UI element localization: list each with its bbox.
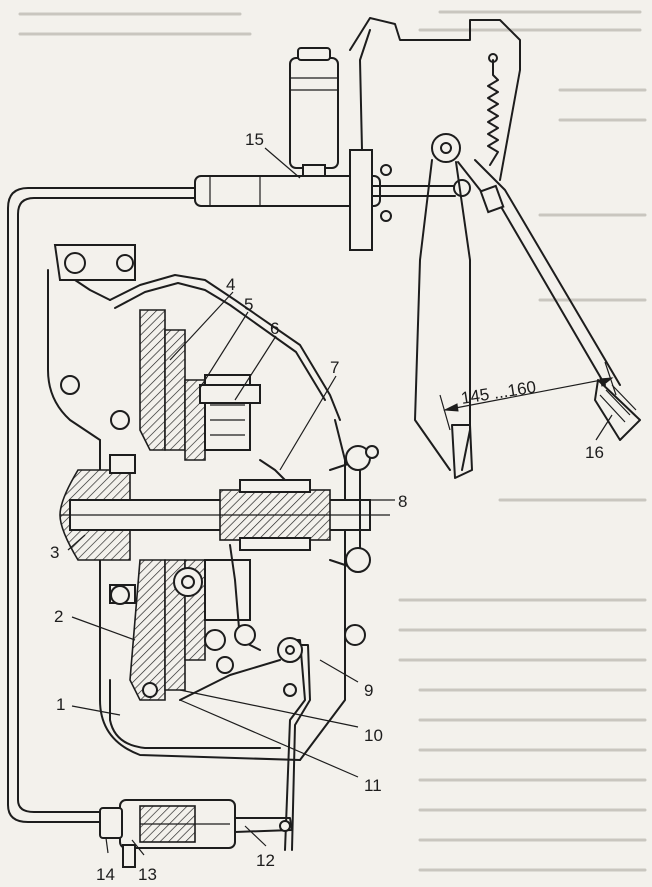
master-cylinder — [194, 47, 461, 251]
pedal-travel-dimension: 145 ...160 — [439, 361, 617, 431]
clutch-housing — [47, 244, 346, 761]
label-1: 1 — [56, 695, 65, 714]
label-6: 6 — [270, 319, 279, 338]
label-16: 16 — [585, 443, 604, 462]
label-14: 14 — [96, 865, 115, 884]
hydraulic-line — [7, 187, 201, 823]
bleed-through-text — [18, 10, 647, 872]
label-13: 13 — [138, 865, 157, 884]
label-11: 11 — [364, 776, 382, 795]
leader-lines — [67, 147, 613, 856]
label-7: 7 — [330, 358, 339, 377]
label-10: 10 — [364, 726, 383, 745]
label-4: 4 — [226, 275, 235, 294]
label-3: 3 — [50, 543, 59, 562]
release-fork — [179, 459, 366, 851]
dimension-label: 145 ...160 — [460, 377, 538, 408]
pedal-assembly — [349, 17, 641, 479]
label-5: 5 — [244, 295, 253, 314]
label-8: 8 — [398, 492, 407, 511]
input-shaft — [60, 445, 390, 573]
callout-labels: 15 4 5 6 7 16 8 3 2 9 1 10 11 12 13 14 — [50, 130, 604, 884]
label-15: 15 — [245, 130, 264, 149]
clutch-disc — [173, 374, 261, 661]
label-2: 2 — [54, 607, 63, 626]
label-9: 9 — [364, 681, 373, 700]
label-12: 12 — [256, 851, 275, 870]
slave-cylinder — [99, 799, 293, 868]
